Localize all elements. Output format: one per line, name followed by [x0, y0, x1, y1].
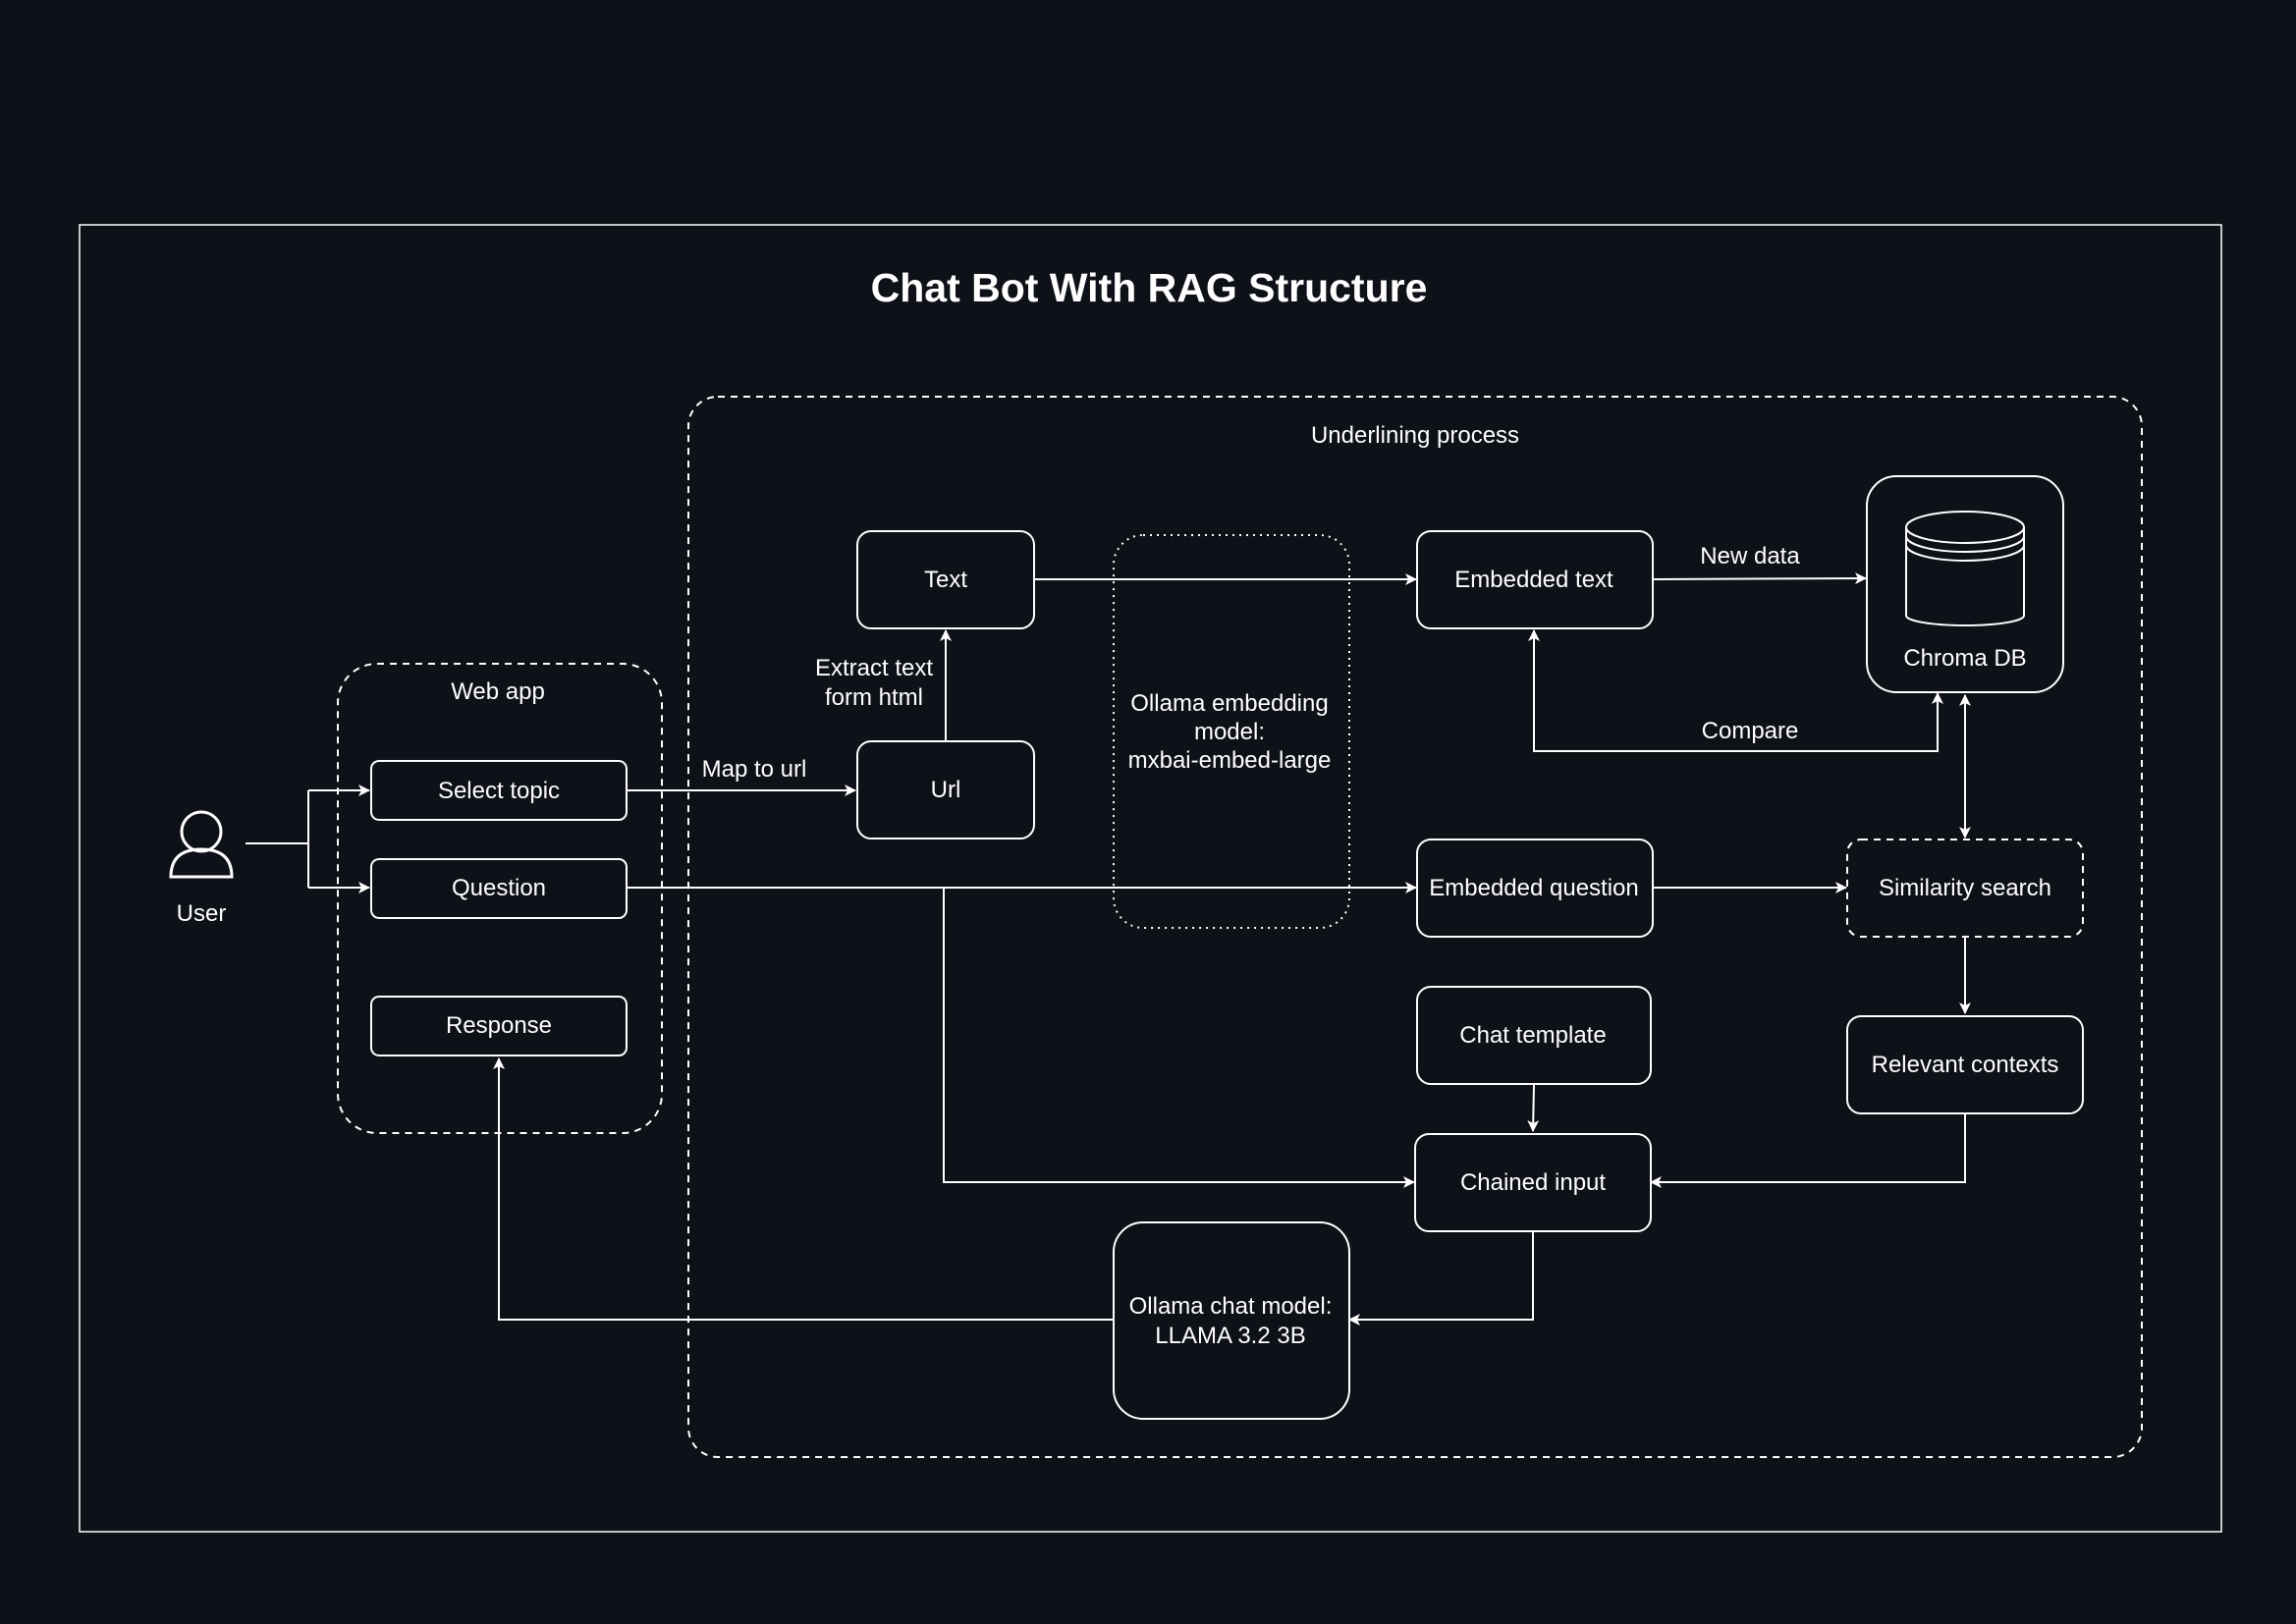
node-chroma-db: Chroma DB: [1866, 475, 2064, 693]
question-label: Question: [452, 875, 546, 901]
node-select-topic: Select topic: [370, 760, 628, 821]
underlining-process-group: [687, 396, 2143, 1458]
node-url: Url: [856, 740, 1035, 839]
embedding-model-line1: Ollama embedding: [1130, 690, 1328, 717]
edge-question-chained: [943, 888, 1415, 1188]
node-chat-model: Ollama chat model: LLAMA 3.2 3B: [1113, 1221, 1350, 1420]
map-to-url-label: Map to url: [702, 756, 807, 783]
node-embedding-model: Ollama embedding model: mxbai-embed-larg…: [1113, 534, 1350, 929]
url-label: Url: [931, 777, 961, 803]
extract-text-label-line1: Extract text: [815, 655, 933, 681]
response-label: Response: [446, 1012, 552, 1039]
user-icon: [169, 810, 234, 879]
node-similarity-search: Similarity search: [1846, 839, 2084, 938]
chat-model-line2: LLAMA 3.2 3B: [1155, 1323, 1305, 1349]
edges: [246, 572, 1971, 1326]
new-data-label: New data: [1700, 543, 1800, 569]
user-label: User: [177, 900, 227, 927]
node-embedded-text: Embedded text: [1416, 530, 1654, 629]
text-label: Text: [924, 567, 967, 593]
edge-chained-chat-model: [1348, 1231, 1534, 1326]
embedding-model-line3: mxbai-embed-large: [1128, 747, 1332, 774]
similarity-search-label: Similarity search: [1879, 875, 2051, 901]
edge-new-data: [1652, 572, 1867, 585]
edge-template-chained: [1527, 1084, 1540, 1132]
extract-text-label-line2: form html: [825, 684, 923, 711]
node-question: Question: [370, 858, 628, 919]
relevant-contexts-label: Relevant contexts: [1872, 1052, 2059, 1078]
diagram-title: Chat Bot With RAG Structure: [871, 265, 1428, 310]
embedding-model-line2: model:: [1194, 719, 1265, 745]
underlining-process-label: Underlining process: [1311, 422, 1519, 449]
embedded-text-label: Embedded text: [1454, 567, 1613, 593]
edge-chat-model-response: [493, 1057, 1114, 1321]
chat-model-line1: Ollama chat model:: [1129, 1293, 1333, 1320]
node-chat-template: Chat template: [1416, 986, 1652, 1085]
select-topic-label: Select topic: [438, 778, 560, 804]
compare-label: Compare: [1702, 718, 1799, 744]
chroma-db-label: Chroma DB: [1903, 645, 2026, 672]
diagram-frame: [79, 224, 2222, 1533]
node-embedded-question: Embedded question: [1416, 839, 1654, 938]
database-icon: [1905, 511, 2025, 626]
chat-template-label: Chat template: [1459, 1022, 1606, 1049]
edge-relevant-chained: [1650, 1113, 1966, 1188]
node-chained-input: Chained input: [1414, 1133, 1652, 1232]
node-relevant-contexts: Relevant contexts: [1846, 1015, 2084, 1114]
embedded-question-label: Embedded question: [1429, 875, 1639, 901]
web-app-label: Web app: [451, 678, 545, 705]
node-text: Text: [856, 530, 1035, 629]
chained-input-label: Chained input: [1460, 1169, 1606, 1196]
node-response: Response: [370, 996, 628, 1056]
